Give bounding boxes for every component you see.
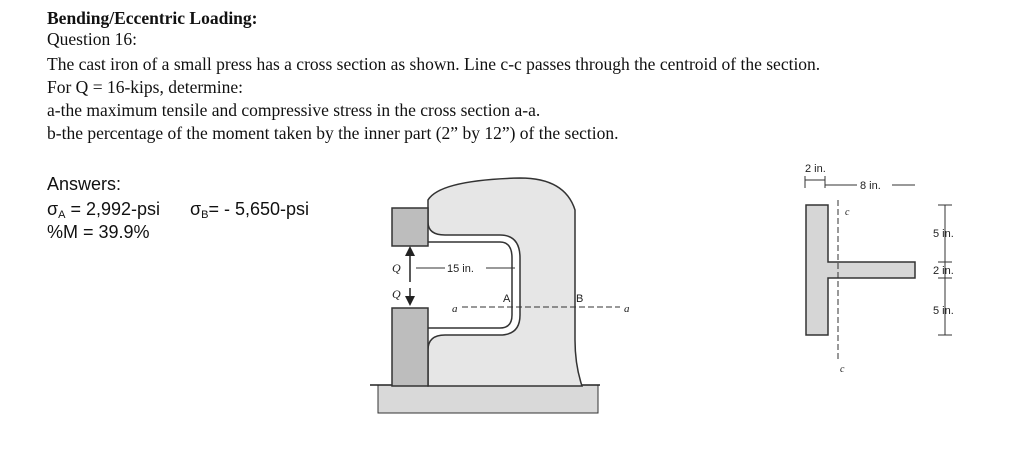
answer-sigma-a: σA = 2,992-psi [47,199,160,221]
q-down-arrow-head [405,296,415,306]
answer-sigma-b: σB= - 5,650-psi [190,199,309,221]
dim-8-in: 8 in. [860,180,881,192]
dim-2-in-top: 2 in. [805,163,826,175]
dim-5-in-bottom: 5 in. [933,305,954,317]
label-a-right: a [624,303,630,315]
sigma-b-symbol: σ [190,199,202,219]
sigma-a-symbol: σ [47,199,59,219]
dim-2-in-right: 2 in. [933,265,954,277]
sigma-a-subscript: A [58,209,66,221]
dim-5-in-top: 5 in. [933,228,954,240]
question-number: Question 16: [47,29,137,49]
press-base [377,384,599,414]
sigma-b-value: = - 5,650-psi [208,199,310,219]
answer-moment-percentage: %M = 39.9% [47,222,150,242]
sigma-a-value: = 2,992-psi [65,199,161,219]
problem-statement-line-4: b-the percentage of the moment taken by … [47,123,619,143]
section-heading: Bending/Eccentric Loading: [47,8,258,28]
press-frame [427,177,584,387]
problem-statement-line-3: a-the maximum tensile and compressive st… [47,100,541,120]
label-q-bottom: Q [392,287,401,301]
t-cross-section [805,204,916,336]
sigma-b-subscript: B [201,209,209,221]
press-throat [428,241,513,329]
problem-statement-line-1: The cast iron of a small press has a cro… [47,54,821,74]
answers-heading: Answers: [47,174,122,194]
label-q-top: Q [392,261,401,275]
lower-jaw [391,307,429,387]
q-up-arrow-head [405,246,415,256]
problem-statement-line-2: For Q = 16-kips, determine: [47,77,244,97]
dim-15-in: 15 in. [447,263,474,275]
label-point-a: A [503,293,511,305]
label-c-bottom: c [840,364,845,375]
upper-jaw [391,207,429,247]
label-c-top: c [845,207,850,218]
label-point-b: B [576,293,583,305]
label-a-left: a [452,303,458,315]
